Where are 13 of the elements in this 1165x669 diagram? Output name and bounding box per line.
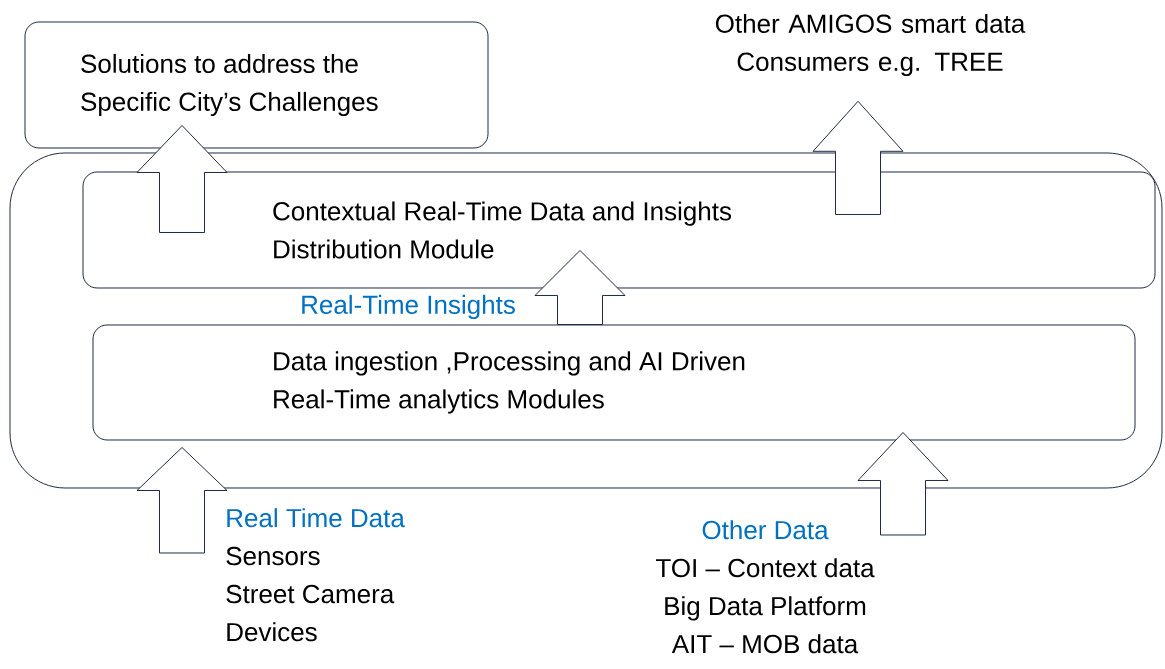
text-label: Other AMIGOS smart data Consumers e.g. TREE	[715, 13, 1026, 77]
edge-label: Real-Time Insights	[299, 293, 517, 321]
data-source-list: Real Time Data Sensors Street Camera Devices	[226, 508, 405, 642]
process-box: Solutions to address the Specific City’s Challenges	[24, 21, 489, 149]
block-arrow	[857, 432, 949, 536]
block-arrow	[136, 125, 228, 233]
process-box: Data ingestion ,Processing and AI Driven Real-Time analytics Modules	[92, 324, 1136, 441]
data-source-list: Other Data TOI – Context data Big Data Platform AIT – MOB data	[656, 520, 875, 654]
process-box: Contextual Real-Time Data and Insights Distribution Module	[82, 171, 1156, 289]
block-arrow	[136, 447, 228, 554]
block-arrow	[812, 100, 904, 215]
container-box	[9, 152, 1163, 489]
block-arrow	[534, 250, 626, 325]
